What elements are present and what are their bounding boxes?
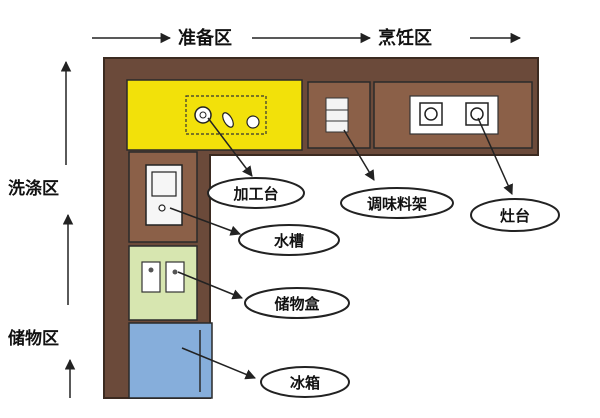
fridge — [128, 322, 213, 399]
sink-pointer — [169, 207, 241, 236]
storage-jar-left-icon — [141, 261, 161, 293]
worktop-surface — [126, 79, 303, 151]
fridge-pointer — [181, 347, 256, 380]
sink-basin-icon — [145, 164, 183, 226]
fridge-label: 冰箱 — [260, 366, 350, 398]
worktop-pointer — [207, 117, 253, 177]
knife-icon — [222, 112, 234, 128]
worktop-cutting-board — [185, 95, 267, 135]
svg-text:冰箱: 冰箱 — [290, 374, 320, 392]
burner-right-icon — [470, 107, 484, 121]
svg-text:调味料架: 调味料架 — [367, 195, 427, 213]
wash-zone-title: 洗涤区 — [8, 178, 59, 199]
worktop-label: 加工台 — [207, 177, 305, 209]
stove-label: 灶台 — [470, 198, 560, 232]
svg-text:灶台: 灶台 — [500, 207, 530, 225]
storage-zone-title: 储物区 — [8, 328, 59, 349]
faucet-icon — [158, 204, 166, 212]
storage-box-label: 储物盒 — [244, 287, 350, 319]
cook-zone-title: 烹饪区 — [378, 27, 432, 49]
storage-box-cabinet — [128, 245, 198, 321]
prep-zone-title: 准备区 — [178, 27, 232, 49]
storage-jar-right-icon — [165, 261, 185, 293]
plate-icon — [194, 106, 212, 124]
svg-text:储物盒: 储物盒 — [274, 295, 320, 313]
stove-pointer — [477, 117, 513, 195]
bowl-icon — [246, 115, 260, 129]
storage-box-pointer — [177, 271, 243, 300]
svg-text:水槽: 水槽 — [274, 232, 304, 250]
spice-rack-label: 调味料架 — [340, 187, 454, 219]
svg-text:加工台: 加工台 — [232, 185, 278, 203]
burner-left-icon — [424, 107, 438, 121]
spice-bottles-icon — [325, 97, 349, 133]
spice-rack-pointer — [343, 129, 375, 181]
stovetop-icon — [409, 95, 499, 135]
sink-label: 水槽 — [238, 224, 340, 256]
